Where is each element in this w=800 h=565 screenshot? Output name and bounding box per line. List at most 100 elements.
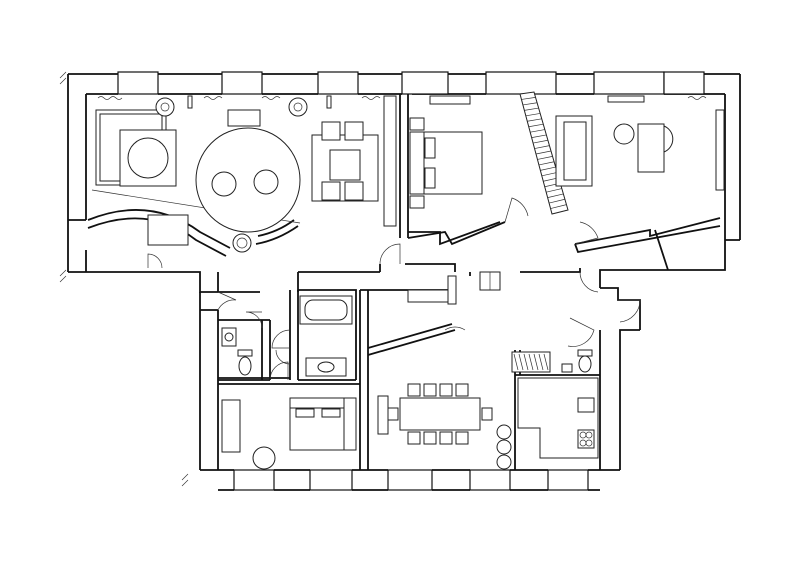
radiator-1 [187, 95, 193, 109]
radiator-study [607, 95, 645, 103]
dining-chair [423, 383, 437, 397]
hall-bench [447, 275, 457, 305]
wave-4 [361, 96, 381, 100]
wardrobe-2 [343, 397, 357, 451]
wall-wc [218, 319, 271, 381]
door-hall-bath [275, 349, 291, 365]
wall-study [574, 225, 721, 271]
south-wall [200, 469, 620, 491]
hob-ring-4 [585, 439, 593, 447]
wine-rack-slat [533, 353, 539, 371]
door-dining [444, 326, 466, 331]
stair-step [541, 172, 558, 177]
service-wc [561, 349, 593, 373]
wine-rack-slats [513, 353, 549, 371]
door-wc [245, 311, 263, 329]
door-bedroom1 [379, 243, 401, 265]
desk-round-end [663, 125, 674, 153]
stair-step [525, 113, 541, 117]
wine-rack-slat [528, 353, 534, 371]
bed-2-pillow-2 [321, 408, 341, 418]
door-hall-north [504, 197, 529, 223]
bookshelf [383, 95, 397, 227]
chair-l2 [344, 121, 364, 141]
desk [637, 123, 665, 173]
window-north-3 [317, 71, 359, 95]
dining-chair [455, 431, 469, 445]
window-north-6 [593, 71, 665, 95]
wine-rack-slat [543, 353, 549, 371]
wave-2 [203, 96, 223, 100]
west-wall [67, 74, 218, 293]
dining-chair [407, 431, 421, 445]
wall-dining-diagonal [367, 323, 456, 356]
window-south-3 [387, 469, 433, 491]
west-wall-lower [199, 292, 219, 470]
side-lamp-2-inner [293, 102, 303, 112]
stair-step [534, 145, 550, 149]
armchair-2 [253, 169, 279, 195]
side-lamp-1-inner [160, 102, 170, 112]
armchair-1 [211, 171, 237, 197]
dining-chair [455, 383, 469, 397]
wall-bath [289, 289, 357, 381]
stair-steps [521, 97, 567, 209]
window-south-1 [233, 469, 275, 491]
dining-sideboard [377, 395, 389, 435]
bed-2-headboard [289, 397, 347, 409]
mark-w [59, 269, 67, 283]
dining-chair [439, 383, 453, 397]
door-kitchen-wc [567, 317, 595, 347]
dining-chair [407, 383, 421, 397]
bed-master-headboard [409, 131, 425, 195]
exterior-walls [67, 71, 741, 491]
stair-step [522, 102, 538, 106]
radiator-2 [326, 95, 332, 109]
desk-2 [221, 399, 241, 453]
tv-console [227, 109, 261, 127]
stair-step [531, 134, 547, 138]
kitchen-sink [577, 397, 595, 413]
stair-step [527, 118, 542, 122]
chair-l1 [321, 121, 341, 141]
window-south-4 [469, 469, 511, 491]
stair-step [524, 107, 539, 111]
door-bedroom2 [269, 361, 289, 381]
pillow-1 [424, 137, 436, 159]
nightstand-2 [409, 195, 425, 209]
stair-step [538, 161, 555, 166]
door-bath [271, 329, 291, 349]
dining-table [399, 397, 481, 431]
mark-sw [181, 473, 189, 487]
stair-step [528, 123, 544, 128]
dining-chairs [387, 383, 493, 445]
dining-table-living [329, 149, 361, 181]
shelf-study [715, 109, 725, 191]
side-lamp-1 [155, 97, 175, 117]
service-sink [561, 363, 573, 373]
chair-l3 [321, 181, 341, 201]
stool-1 [496, 424, 512, 440]
bath-sink-bowl [317, 361, 335, 373]
study-sofa-inner [563, 121, 587, 181]
wave-5 [687, 96, 707, 100]
wardrobe-strip [429, 95, 471, 105]
stair-step [550, 204, 567, 209]
stair-step [540, 166, 556, 171]
wine-rack-slat [523, 353, 529, 371]
bed-2-pillow-1 [295, 408, 315, 418]
shoe-cabinet [407, 289, 449, 303]
window-north-1 [117, 71, 159, 95]
window-north-2 [221, 71, 263, 95]
stair-step [546, 188, 562, 193]
door-study [574, 221, 599, 245]
bedroom-2 [221, 397, 357, 470]
hob-ring-2 [585, 431, 593, 439]
column-inner [236, 237, 248, 249]
toilet-bowl [238, 356, 252, 376]
wave-3 [261, 96, 281, 100]
wall-corridor-north [85, 221, 506, 293]
window-north-7 [663, 71, 705, 95]
armchair-bed2 [252, 446, 276, 470]
